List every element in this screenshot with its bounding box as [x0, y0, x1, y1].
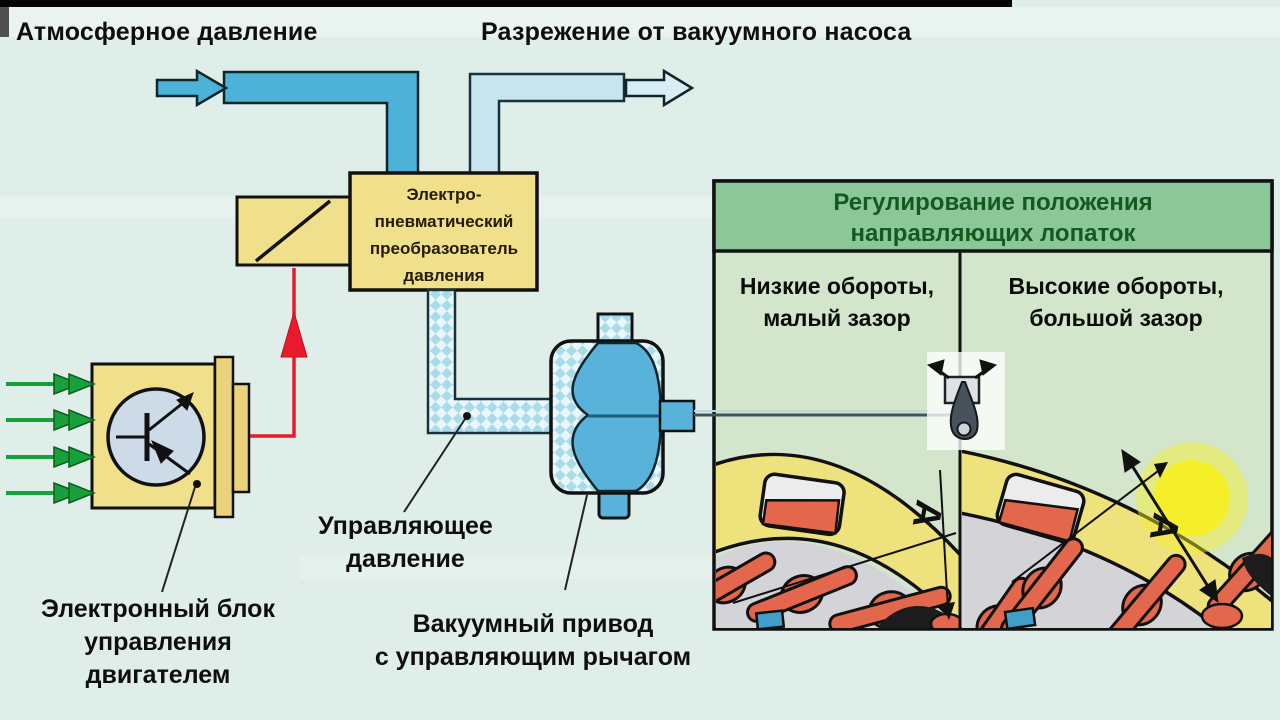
lever-motion-arrows [926, 359, 998, 380]
atmospheric-flow-arrow [155, 68, 229, 108]
green-input-arrows [6, 372, 97, 505]
vacuum-pump-label: Разрежение от вакуумного насоса [481, 18, 912, 46]
input-arrow [6, 372, 97, 396]
left-turbine-view: A [716, 452, 959, 628]
converter-box [348, 171, 539, 292]
input-arrow [6, 481, 97, 505]
right-column-title: Высокие обороты, большой зазор [1008, 273, 1224, 331]
input-arrow [6, 445, 97, 469]
control-pressure-pipe [426, 288, 564, 435]
panel-header-bar [712, 179, 1274, 253]
vane [716, 551, 777, 619]
solenoid-valve [235, 195, 352, 267]
right-turbine-view: A [962, 442, 1271, 628]
signal-arrowhead [280, 310, 308, 358]
atmospheric-pressure-label: Атмосферное давление [16, 18, 318, 46]
corner-black-bar [0, 0, 9, 37]
actuator-rod [694, 410, 952, 417]
converter-box-label: Электро- пневматический преобразователь … [369, 185, 519, 285]
top-black-bar [0, 0, 1012, 7]
vane-lever-mechanism [926, 352, 1005, 450]
vacuum-pipe [468, 68, 695, 176]
vacuum-actuator-label: Вакуумный привод с управляющим рычагом [374, 610, 692, 671]
lever-arm [949, 381, 979, 440]
gap-highlight [1154, 460, 1230, 536]
vane [1097, 553, 1187, 628]
gap-double-arrow [1121, 448, 1219, 604]
ecu-box [90, 355, 251, 519]
control-pressure-label: Управляющее давление [318, 512, 493, 573]
actuator-rod-hub [658, 399, 696, 433]
lever-pivot-hole [956, 421, 972, 437]
signal-wire [250, 268, 308, 438]
atmospheric-pipe [155, 68, 420, 176]
left-column-title: Низкие обороты, малый зазор [739, 273, 935, 331]
transistor-icon [116, 392, 194, 476]
actuator-leader-line [564, 494, 588, 591]
vacuum-flow-arrow [624, 68, 695, 108]
control-pressure-leader [403, 412, 471, 513]
input-arrow [6, 408, 97, 432]
ecu-label: Электронный блок управления двигателем [41, 595, 275, 689]
vacuum-actuator [549, 312, 696, 520]
panel-title: Регулирование положения направляющих лоп… [833, 189, 1153, 247]
ecu-leader-line [161, 480, 201, 593]
